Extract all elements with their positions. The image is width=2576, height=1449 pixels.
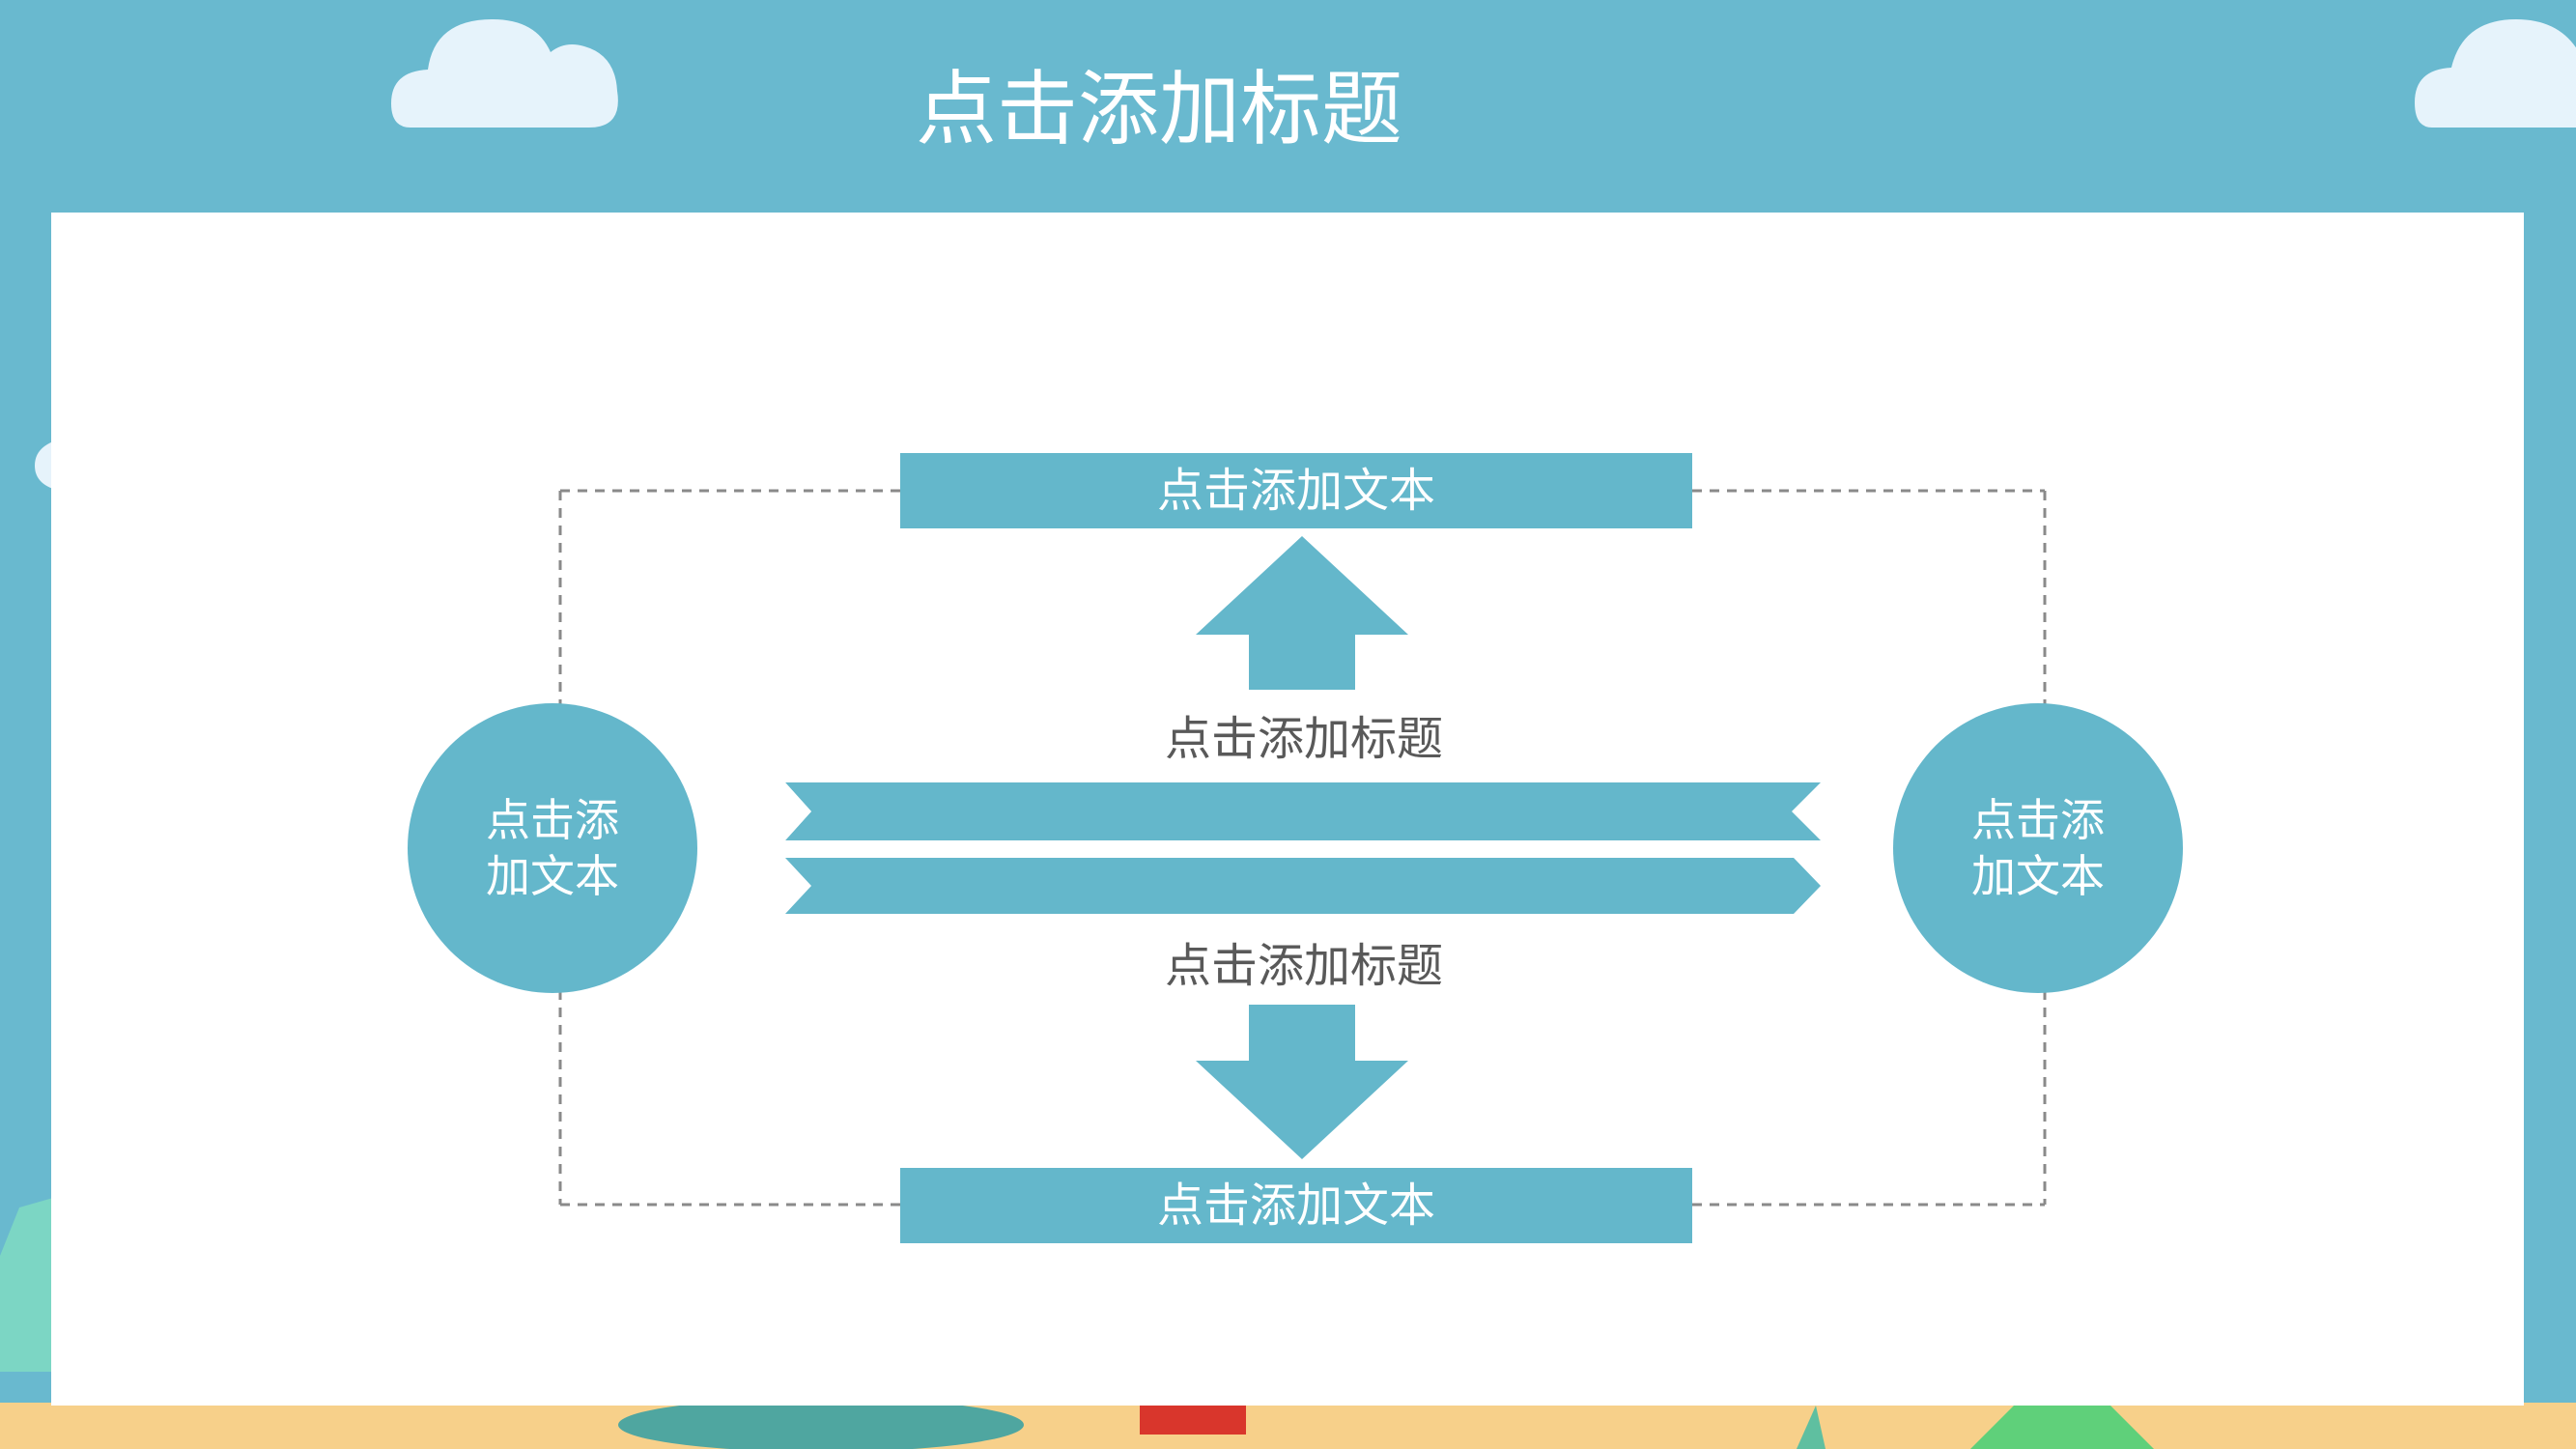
right-circle-line-1: 点击添 [1971,794,2105,846]
left-circle[interactable] [408,703,697,993]
right-circle[interactable] [1893,703,2183,993]
top-box-label[interactable]: 点击添加文本 [1156,464,1435,518]
left-chevron-band [785,782,1821,840]
right-chevron-band [785,858,1821,914]
bottom-box-label[interactable]: 点击添加文本 [1156,1179,1435,1233]
upper-center-label[interactable]: 点击添加标题 [1164,712,1443,766]
dashed-frame [558,489,2047,1207]
left-circle-line-2: 加文本 [486,850,619,902]
left-circle-label[interactable]: 点击添 加文本 [437,792,668,904]
left-chevron-tip [785,782,811,840]
right-circle-line-2: 加文本 [1971,850,2105,902]
ground-strip [0,1403,2576,1449]
top-text-box[interactable] [900,453,1692,528]
up-arrow-icon [1196,536,1408,690]
cloud-right-icon [2415,19,2576,128]
cloud-left-icon [391,19,618,128]
right-circle-label[interactable]: 点击添 加文本 [1922,792,2154,904]
lower-center-label[interactable]: 点击添加标题 [1164,939,1443,993]
left-circle-line-1: 点击添 [486,794,619,846]
down-arrow-icon [1196,1005,1408,1159]
page-title[interactable]: 点击添加标题 [915,62,1402,156]
bottom-text-box[interactable] [900,1168,1692,1243]
